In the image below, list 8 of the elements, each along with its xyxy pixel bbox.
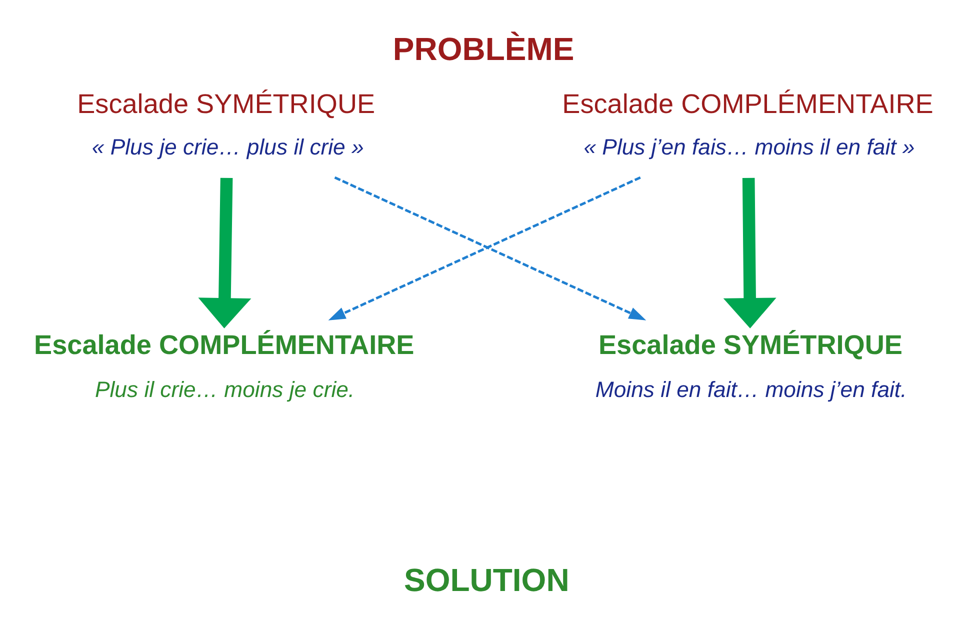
diagram-title: PROBLÈME	[392, 31, 574, 68]
arrow	[723, 178, 776, 328]
node-text: Escalade SYMÉTRIQUE Moins il en fait… moins j’en fait.	[595, 329, 907, 402]
arrow	[198, 178, 252, 328]
node-text: Escalade COMPLÉMENTAIRE Plus il crie… moins je crie.	[34, 329, 414, 402]
node-text: Escalade SYMÉTRIQUE « Plus je crie… plus il crie »	[77, 88, 376, 160]
node-text: Escalade COMPLÉMENTAIRE « Plus j’en fais… moins il en fait »	[562, 88, 934, 160]
caption: SOLUTION	[404, 562, 570, 598]
